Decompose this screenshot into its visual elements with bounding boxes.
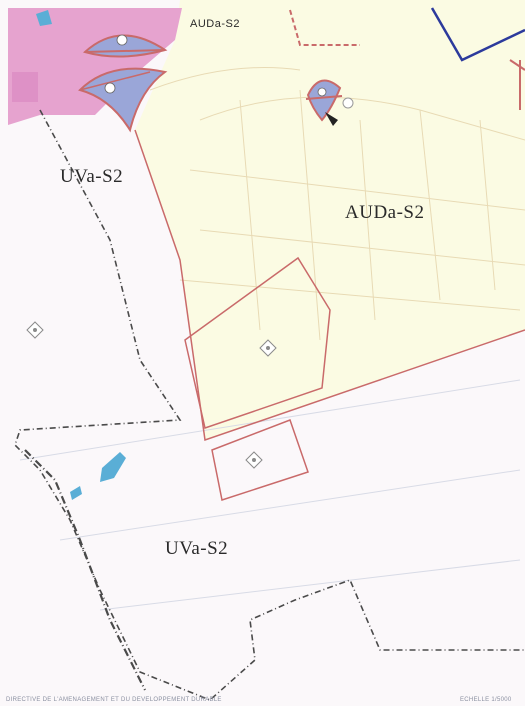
auda-boundary-right — [509, 59, 525, 71]
blue-boundary — [430, 7, 525, 62]
parcel-red-1 — [184, 256, 331, 429]
uva-dashed-boundary — [14, 109, 525, 701]
pink-building — [12, 72, 38, 102]
footer-left-text: DIRECTIVE DE L'AMENAGEMENT ET DU DEVELOP… — [6, 697, 222, 703]
protected-tree-icon — [104, 34, 327, 97]
heritage-marker-icon — [26, 321, 277, 469]
direction-arrow — [325, 112, 338, 126]
footer-right-text: ECHELLE 1/5000 — [460, 697, 512, 703]
protected-area-1-axis — [84, 49, 166, 53]
street-grid — [149, 67, 525, 341]
protected-area-3-axis — [305, 95, 343, 100]
zone-label-uva-bottom: UVa-S2 — [165, 538, 229, 559]
protected-area-3 — [306, 79, 342, 122]
parcel-red-2 — [211, 419, 309, 501]
pond-2 — [70, 486, 82, 500]
uva-dashed-boundary-left — [24, 449, 146, 691]
pond-top-left — [36, 10, 52, 26]
auda-boundary-top — [289, 9, 360, 46]
zone-label-auda-top: AUDa-S2 — [190, 18, 240, 30]
protected-area-2-axis — [79, 71, 151, 91]
auda-boundary — [134, 129, 525, 442]
pond-1 — [100, 452, 126, 482]
zone-label-auda-main: AUDa-S2 — [345, 202, 425, 223]
heritage-marker-icon — [342, 97, 354, 109]
zone-label-uva-left: UVa-S2 — [60, 166, 124, 187]
lower-faint-lines — [19, 379, 521, 611]
zone-auda-area — [135, 0, 525, 440]
